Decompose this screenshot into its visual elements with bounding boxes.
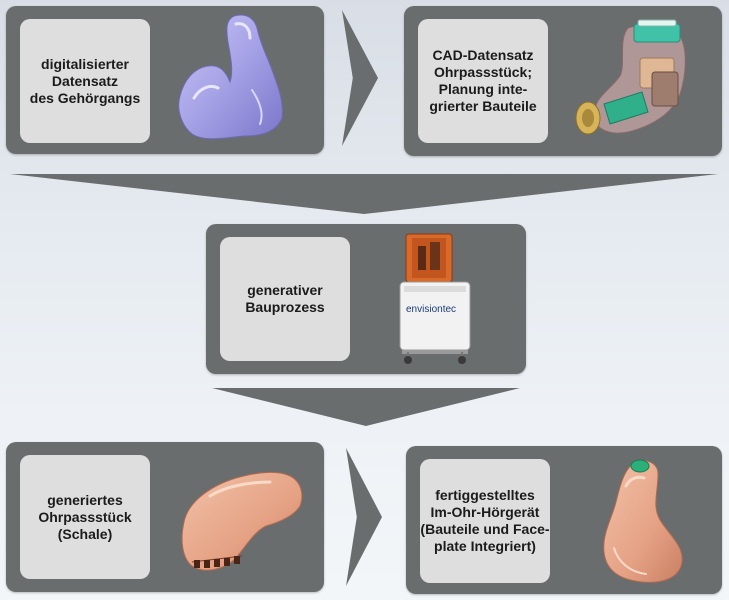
step-panel-digitized-ear-canal: digitalisierter Datensatz des Gehörgangs bbox=[6, 6, 324, 154]
cad-earpiece-image bbox=[568, 16, 708, 146]
hearing-aid-image bbox=[586, 452, 704, 590]
arrow-down-middle bbox=[212, 388, 520, 426]
ear-shell-image bbox=[170, 456, 310, 584]
step-label-box: generativer Bauprozess bbox=[220, 237, 350, 361]
printer-brand-label: envisiontec bbox=[406, 304, 456, 315]
step-label: generativer Bauprozess bbox=[245, 282, 325, 315]
step-label-box: digitalisierter Datensatz des Gehörgangs bbox=[20, 19, 150, 143]
step-label-box: generiertes Ohrpassstück (Schale) bbox=[20, 455, 150, 579]
arrow-right-bottom bbox=[346, 448, 382, 586]
step-label: generiertes Ohrpassstück (Schale) bbox=[38, 491, 132, 542]
step-panel-generative-build: generativer Bauprozess envisiontec bbox=[206, 224, 526, 374]
arrow-down-top bbox=[10, 174, 718, 214]
step-panel-cad-dataset: CAD-Datensatz Ohrpassstück; Planung inte… bbox=[404, 6, 722, 156]
arrow-right-top bbox=[342, 10, 378, 146]
step-label: CAD-Datensatz Ohrpassstück; Planung inte… bbox=[429, 47, 537, 114]
step-panel-generated-shell: generiertes Ohrpassstück (Schale) bbox=[6, 442, 324, 592]
step-label: digitalisierter Datensatz des Gehörgangs bbox=[29, 55, 141, 106]
step-panel-finished-hearing-aid: fertiggestelltes Im-Ohr-Hörgerät (Bautei… bbox=[406, 446, 722, 594]
ear-canal-scan-image bbox=[164, 10, 294, 146]
step-label-box: CAD-Datensatz Ohrpassstück; Planung inte… bbox=[418, 19, 548, 143]
3d-printer-image: envisiontec bbox=[396, 228, 496, 374]
step-label: fertiggestelltes Im-Ohr-Hörgerät (Bautei… bbox=[420, 487, 550, 554]
step-label-box: fertiggestelltes Im-Ohr-Hörgerät (Bautei… bbox=[420, 459, 550, 583]
